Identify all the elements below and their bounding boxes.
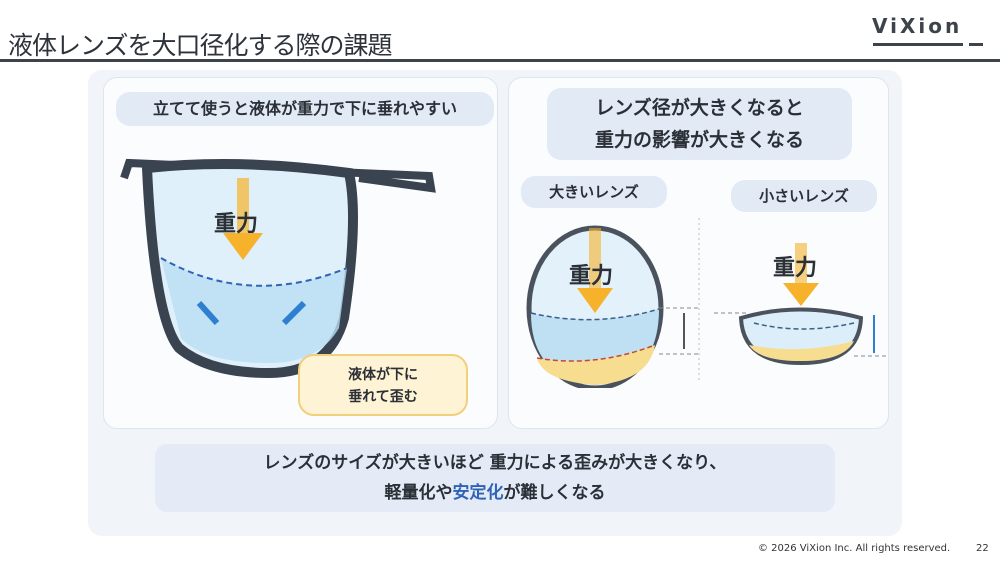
large-gravity-label: 重力 xyxy=(569,264,614,289)
large-lens-label: 大きいレンズ xyxy=(521,176,667,208)
summary-banner: レンズのサイズが大きいほど 重力による歪みが大きくなり、 軽量化や安定化が難しく… xyxy=(155,444,835,512)
logo-underline xyxy=(873,43,963,46)
summary-line1: レンズのサイズが大きいほど 重力による歪みが大きくなり、 xyxy=(263,453,727,473)
slide-title: 液体レンズを大口径化する際の課題 xyxy=(8,31,393,60)
lens-comparison-illustration xyxy=(526,218,887,388)
title-divider xyxy=(0,59,1000,62)
summary-line2: 軽量化や安定化が難しくなる xyxy=(155,478,835,508)
summary-highlight: 安定化 xyxy=(452,483,504,503)
small-lens-label: 小さいレンズ xyxy=(731,180,877,212)
small-gravity-label: 重力 xyxy=(773,256,818,281)
heading-line2: 重力の影響が大きくなる xyxy=(594,129,804,151)
callout-line2: 垂れて歪む xyxy=(348,389,418,405)
distortion-callout: 液体が下に 垂れて歪む xyxy=(298,354,468,416)
logo-dash xyxy=(969,43,983,46)
right-card: レンズ径が大きくなると 重力の影響が大きくなる 大きいレンズ 小さいレンズ 重力… xyxy=(508,77,889,429)
summary-text-c: が難しくなる xyxy=(503,483,606,503)
gravity-label: 重力 xyxy=(214,212,259,237)
summary-text-a: 軽量化や xyxy=(384,483,453,503)
page-number: 22 xyxy=(976,543,989,554)
left-card-heading: 立てて使うと液体が重力で下に垂れやすい xyxy=(116,92,494,126)
left-card: 立てて使うと液体が重力で下に垂れやすい 重力 xyxy=(103,77,498,429)
callout-line1: 液体が下に xyxy=(348,367,418,383)
glasses-lens-illustration xyxy=(120,158,436,379)
heading-line1: レンズ径が大きくなると xyxy=(595,97,804,119)
copyright: © 2026 ViXion Inc. All rights reserved. xyxy=(758,543,951,554)
vixion-logo: ViXion xyxy=(872,14,963,38)
right-card-heading: レンズ径が大きくなると 重力の影響が大きくなる xyxy=(547,88,852,160)
